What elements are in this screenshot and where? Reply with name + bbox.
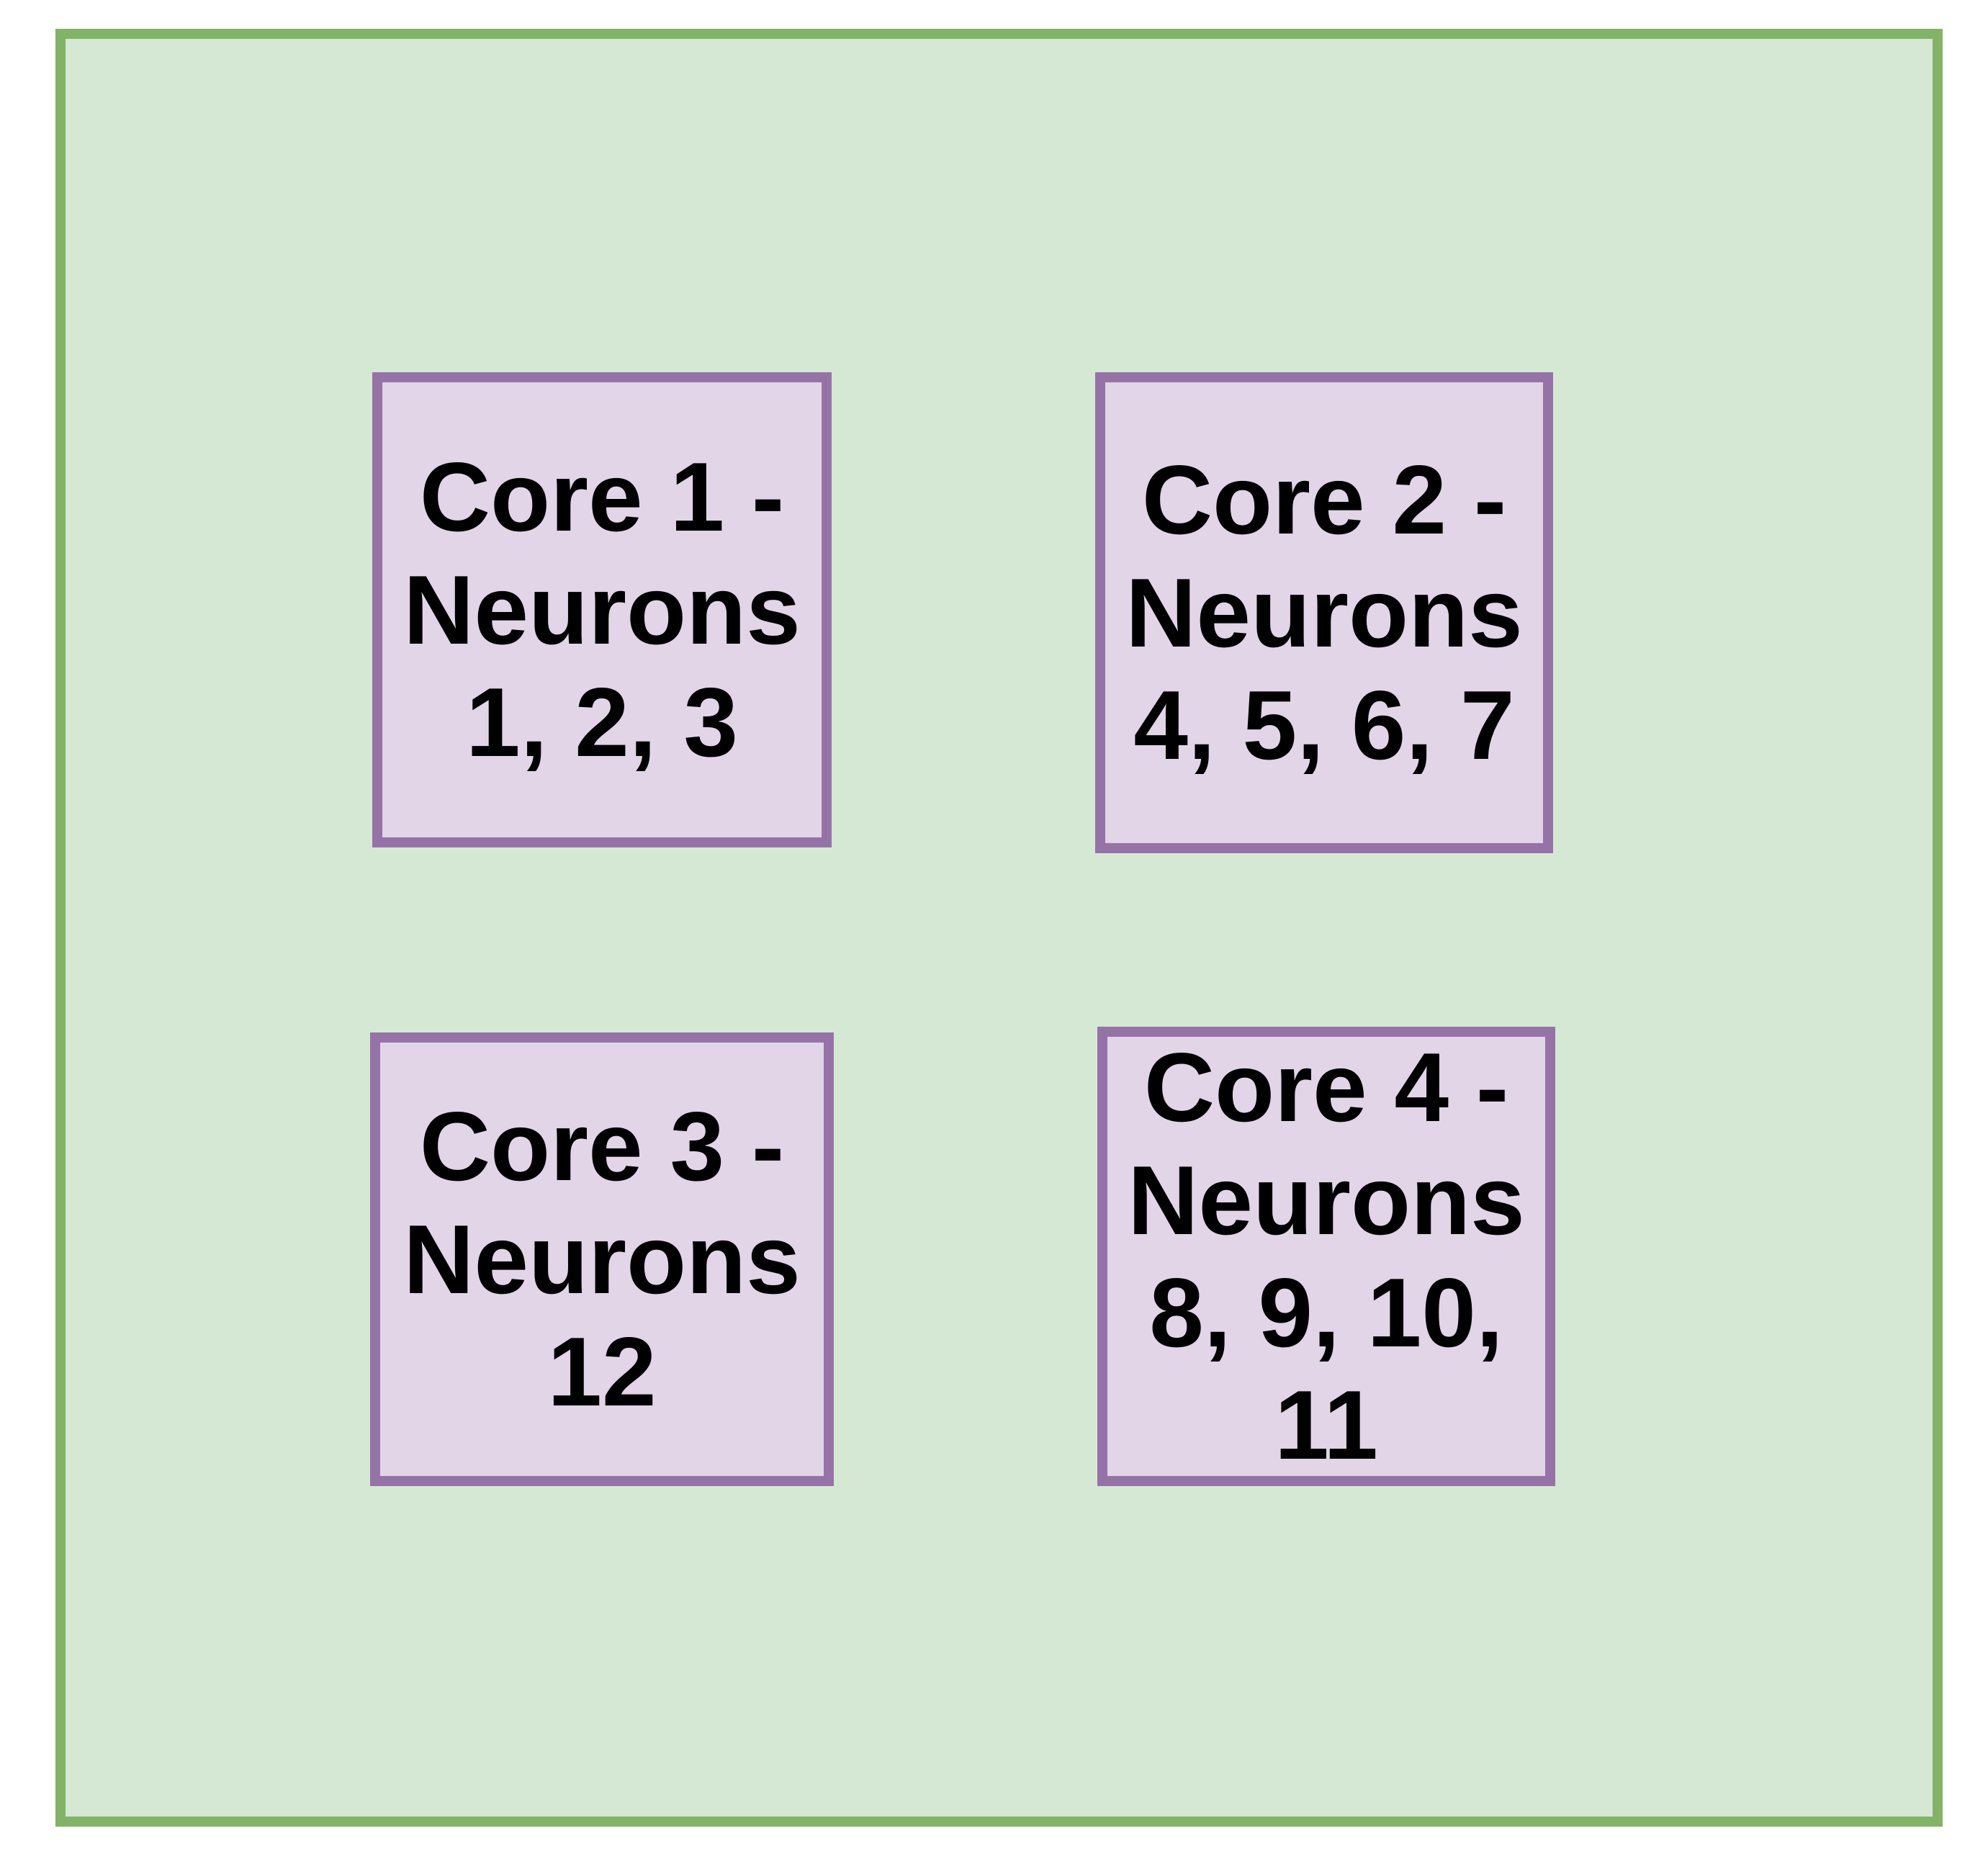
core-3-label-line-1: Core 3 - bbox=[419, 1092, 785, 1202]
core-3-label-line-3: 12 bbox=[547, 1317, 657, 1427]
core-1-label-line-3: 1, 2, 3 bbox=[465, 667, 739, 778]
chip-boundary-box bbox=[55, 29, 1943, 1827]
core-2-label-line-3: 4, 5, 6, 7 bbox=[1133, 670, 1515, 780]
core-1-node: Core 1 - Neurons 1, 2, 3 bbox=[372, 372, 832, 847]
core-3-label-line-2: Neurons bbox=[403, 1204, 801, 1314]
core-2-node: Core 2 - Neurons 4, 5, 6, 7 bbox=[1095, 372, 1553, 853]
core-2-label-line-2: Neurons bbox=[1125, 557, 1523, 667]
core-4-label-line-1: Core 4 - bbox=[1143, 1032, 1509, 1143]
core-2-label-line-1: Core 2 - bbox=[1141, 445, 1507, 555]
core-1-label-line-1: Core 1 - bbox=[419, 442, 785, 552]
core-1-label-line-2: Neurons bbox=[403, 554, 801, 665]
core-4-node: Core 4 - Neurons 8, 9, 10, 11 bbox=[1097, 1027, 1555, 1486]
core-3-node: Core 3 - Neurons 12 bbox=[370, 1032, 834, 1486]
core-4-label-line-2: Neurons bbox=[1128, 1145, 1525, 1255]
core-4-label-line-4: 11 bbox=[1274, 1370, 1378, 1480]
core-4-label-line-3: 8, 9, 10, bbox=[1149, 1258, 1503, 1367]
